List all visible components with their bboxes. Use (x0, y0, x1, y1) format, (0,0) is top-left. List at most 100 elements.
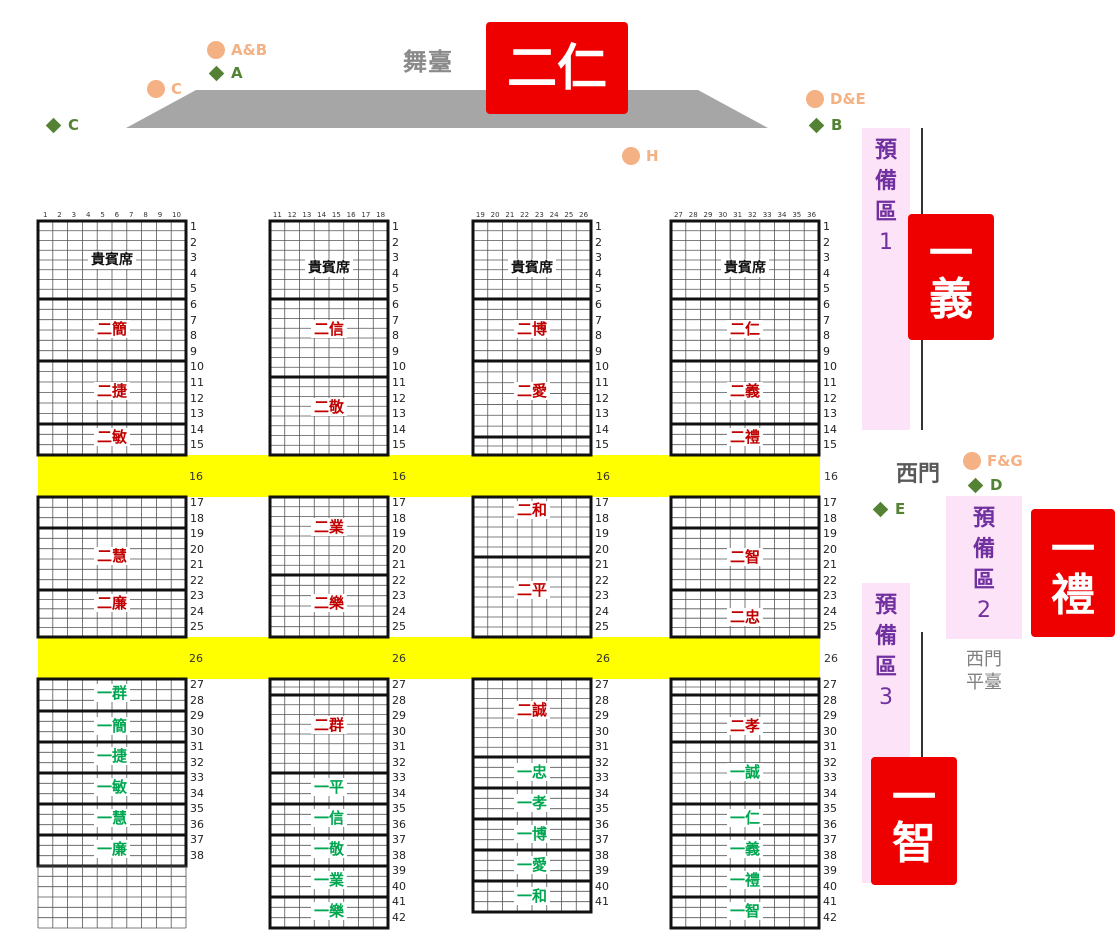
section-label-vip: 貴賓席 (305, 259, 353, 277)
section-label-junior: 一敬 (311, 840, 348, 858)
row-number: 9 (392, 344, 399, 358)
row-number: 1 (823, 220, 830, 233)
column-number: 1 (42, 211, 48, 219)
row-number: 20 (392, 542, 406, 556)
row-number: 29 (190, 709, 204, 722)
section-border (36, 495, 188, 530)
column-number: 19 (475, 211, 485, 219)
section-label-vip: 貴賓席 (88, 251, 136, 269)
marker-b-label: B (831, 116, 843, 134)
column-number: 13 (302, 211, 312, 219)
section-label-junior: 一義 (727, 840, 764, 858)
aisle-label-26-a: 26 (189, 652, 203, 665)
row-number: 38 (595, 848, 609, 862)
class-box-right-lower: 一 智 (871, 757, 957, 885)
row-number: 5 (190, 282, 197, 296)
column-number: 6 (114, 211, 120, 219)
section-label-senior: 二忠 (727, 608, 764, 626)
section-label-senior: 二信 (311, 320, 348, 338)
reserve-area-1: 預 備 區 1 (862, 128, 910, 430)
row-number: 35 (595, 802, 609, 815)
reserve-area-2-title: 預 備 區 (972, 506, 995, 593)
marker-a-label: A (231, 64, 243, 82)
section-label-senior: 二仁 (727, 320, 764, 338)
row-number: 10 (190, 360, 204, 374)
column-number: 2 (57, 211, 62, 219)
section-border (669, 495, 821, 530)
aisle-label-16-c: 16 (596, 470, 610, 483)
row-number: 30 (392, 724, 406, 738)
row-number: 11 (823, 376, 837, 389)
row-number: 39 (392, 864, 406, 877)
reserve-area-2-number: 2 (977, 598, 991, 624)
column-number: 11 (272, 211, 282, 219)
row-number: 34 (823, 786, 837, 800)
row-number: 32 (595, 755, 609, 769)
dot-icon (147, 80, 165, 98)
column-number: 25 (564, 211, 574, 219)
row-number: 4 (392, 266, 399, 280)
column-number: 20 (490, 211, 500, 219)
west-gate-label: 西門 (896, 462, 941, 487)
row-number: 19 (392, 527, 406, 540)
row-number: 19 (595, 527, 609, 540)
section-label-junior: 一業 (311, 871, 348, 889)
row-number: 5 (595, 282, 602, 296)
marker-h: H (622, 147, 659, 165)
row-number: 30 (190, 724, 204, 738)
diamond-icon (208, 65, 225, 81)
column-number: 34 (777, 211, 787, 219)
section-label-senior: 二和 (514, 501, 551, 519)
row-number: 7 (595, 313, 602, 327)
column-number: 36 (807, 211, 817, 219)
row-number: 34 (392, 786, 406, 800)
row-number: 37 (190, 833, 204, 846)
column-number: 23 (534, 211, 544, 219)
section-label-junior: 一簡 (94, 717, 131, 735)
row-number: 22 (190, 573, 204, 587)
row-number: 4 (823, 266, 830, 280)
row-number: 36 (190, 817, 204, 831)
row-number: 37 (392, 833, 406, 846)
column-number: 28 (688, 211, 698, 219)
dot-icon (963, 452, 981, 470)
row-number: 20 (190, 542, 204, 556)
row-number: 8 (595, 329, 602, 343)
row-number: 33 (595, 771, 609, 784)
row-number: 25 (823, 620, 837, 633)
row-number: 28 (823, 693, 837, 707)
column-number: 8 (143, 211, 148, 219)
row-number: 15 (823, 438, 837, 452)
row-number: 6 (392, 298, 399, 311)
class-box-right-upper: 一 義 (908, 214, 994, 340)
section-label-junior: 一和 (514, 887, 551, 905)
row-number: 34 (190, 786, 204, 800)
row-number: 41 (595, 895, 609, 908)
row-number: 9 (595, 344, 602, 358)
row-number: 3 (392, 251, 399, 265)
row-number: 17 (823, 496, 837, 509)
marker-de-label: D&E (830, 90, 866, 108)
row-number: 29 (392, 709, 406, 722)
row-number: 24 (823, 604, 837, 618)
row-number: 32 (190, 755, 204, 769)
diamond-icon (45, 117, 62, 133)
marker-c-dot-label: C (171, 80, 183, 98)
section-label-senior: 二捷 (94, 382, 131, 400)
column-number: 27 (673, 211, 683, 219)
dot-icon (207, 41, 225, 59)
column-number: 5 (100, 211, 105, 219)
row-number: 7 (392, 313, 399, 327)
row-number: 28 (392, 693, 406, 707)
row-number: 18 (595, 511, 609, 525)
row-number: 14 (823, 422, 837, 436)
section-label-senior: 二孝 (727, 717, 764, 735)
row-number: 8 (190, 329, 197, 343)
diamond-icon (872, 501, 889, 517)
row-number: 2 (823, 235, 830, 249)
section-label-senior: 二業 (311, 518, 348, 536)
row-number: 21 (392, 558, 406, 571)
row-number: 11 (595, 376, 609, 389)
